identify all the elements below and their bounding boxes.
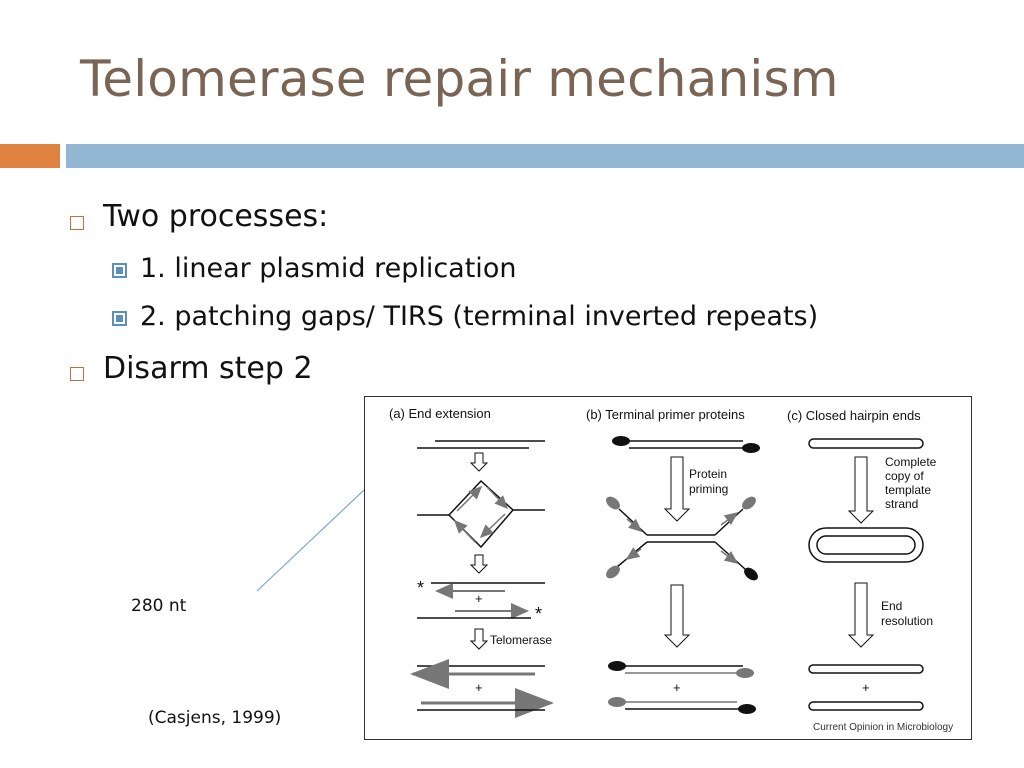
complete-copy-label-3: template xyxy=(885,483,931,497)
telomerase-label: Telomerase xyxy=(490,633,552,647)
bullet-box-icon xyxy=(70,367,84,381)
panel-b-title: (b) Terminal primer proteins xyxy=(586,407,745,422)
protein-priming-label-1: Protein xyxy=(689,467,727,481)
end-resolution-label-2: resolution xyxy=(881,614,933,628)
slide-title: Telomerase repair mechanism xyxy=(80,50,839,108)
plus-b: + xyxy=(673,680,681,695)
panel-a-title: (a) End extension xyxy=(389,406,491,421)
bullet-disarm-step: Disarm step 2 xyxy=(103,351,313,386)
citation: (Casjens, 1999) xyxy=(148,708,282,728)
complete-copy-label-2: copy of xyxy=(885,469,924,483)
plus-c: + xyxy=(862,680,870,695)
end-resolution-label-1: End xyxy=(881,599,902,613)
accent-bar-orange xyxy=(0,144,60,168)
panel-c-title: (c) Closed hairpin ends xyxy=(787,408,921,423)
panel-b-diagram: Protein priming + xyxy=(606,436,760,714)
protein-priming-label-2: priming xyxy=(689,482,728,496)
accent-bar-blue xyxy=(66,144,1024,168)
complete-copy-label-1: Complete xyxy=(885,455,937,469)
plus-a1: + xyxy=(475,591,483,606)
sub-bullet-icon xyxy=(112,311,127,326)
panel-c-diagram: Complete copy of template strand End res… xyxy=(808,438,937,711)
star-mark: * xyxy=(417,578,424,598)
complete-copy-label-4: strand xyxy=(885,497,918,511)
sub-bullet-patching-gaps: 2. patching gaps/ TIRS (terminal inverte… xyxy=(140,301,819,332)
figure-svg: (a) End extension (b) Terminal primer pr… xyxy=(389,406,953,733)
sub-bullet-linear-plasmid: 1. linear plasmid replication xyxy=(140,253,517,284)
plus-a2: + xyxy=(475,680,483,695)
bullet-box-icon xyxy=(70,216,84,230)
annotation-280nt: 280 nt xyxy=(131,596,187,616)
figure-credit: Current Opinion in Microbiology xyxy=(813,722,953,733)
bullet-two-processes: Two processes: xyxy=(103,199,329,234)
panel-a-diagram: * + * Telomerase + xyxy=(410,440,554,718)
sub-bullet-icon xyxy=(112,263,127,278)
star-mark: * xyxy=(535,604,542,624)
figure-telomere-diagram: (a) End extension (b) Terminal primer pr… xyxy=(364,396,972,740)
